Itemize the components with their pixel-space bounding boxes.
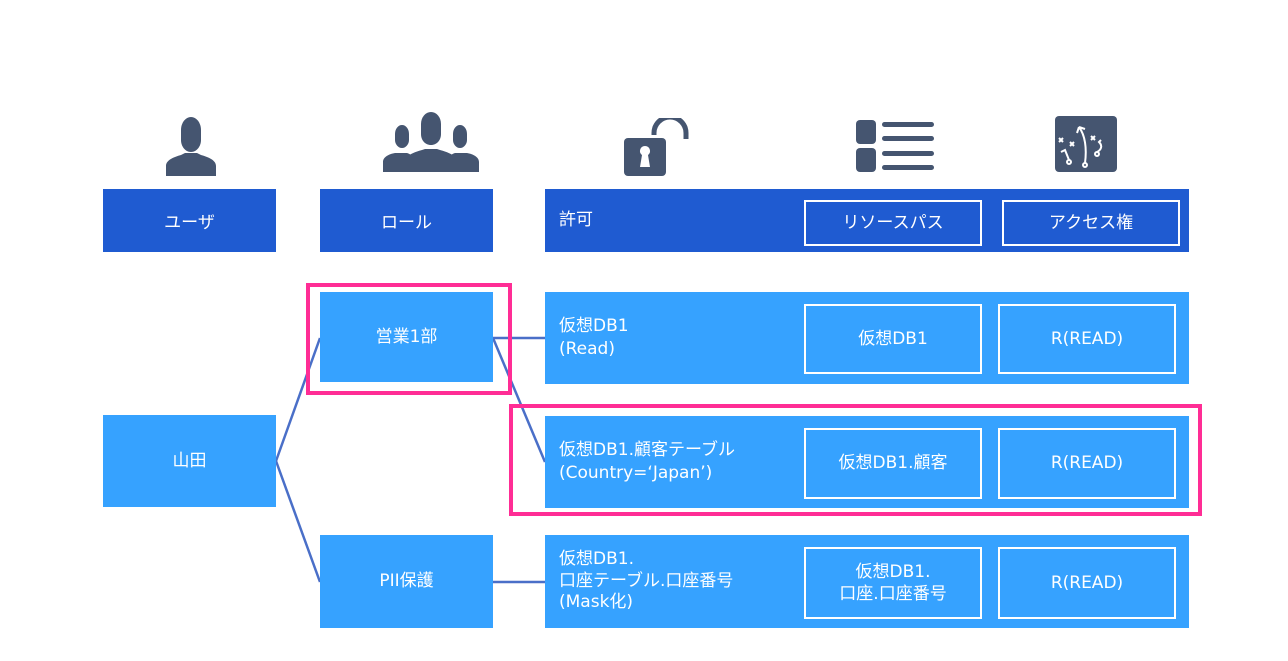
header-role: ロール <box>320 189 493 252</box>
strategy-icon <box>1055 116 1117 172</box>
resource-path-line: 仮想DB1 <box>858 328 928 349</box>
resource-path: 仮想DB1.口座.口座番号 <box>804 547 982 619</box>
permission-line: 仮想DB1.顧客テーブル <box>559 440 735 461</box>
access-right: R(READ) <box>998 304 1176 374</box>
resource-path-line: 仮想DB1.顧客 <box>838 453 948 474</box>
role-box: 営業1部 <box>320 292 493 382</box>
permission-row: 仮想DB1(Read) 仮想DB1 R(READ) <box>545 292 1189 384</box>
resource-path-line: 仮想DB1. <box>855 561 931 582</box>
permission-line: (Mask化) <box>559 592 634 613</box>
permission-row: 仮想DB1.顧客テーブル(Country=‘Japan’) 仮想DB1.顧客 R… <box>545 416 1189 508</box>
group-icon <box>383 112 479 172</box>
unlock-icon <box>624 118 689 176</box>
list-icon <box>856 120 934 172</box>
access-right: R(READ) <box>998 428 1176 499</box>
highlight-role <box>306 283 512 395</box>
highlight-permission <box>509 404 1202 516</box>
permission-line: 仮想DB1 <box>559 316 629 337</box>
permission-text: 仮想DB1.顧客テーブル(Country=‘Japan’) <box>559 416 735 508</box>
resource-path: 仮想DB1 <box>804 304 982 374</box>
permission-row: 仮想DB1.口座テーブル.口座番号(Mask化) 仮想DB1.口座.口座番号 R… <box>545 535 1189 628</box>
role-box: PII保護 <box>320 535 493 628</box>
permission-line: 仮想DB1. <box>559 548 634 569</box>
permission-line: (Country=‘Japan’) <box>559 463 713 483</box>
header-permission-label: 許可 <box>559 210 593 231</box>
access-right: R(READ) <box>998 547 1176 619</box>
resource-path-line: 口座.口座番号 <box>839 584 947 604</box>
resource-path: 仮想DB1.顧客 <box>804 428 982 499</box>
header-permission: 許可 リソースパス アクセス権 <box>545 189 1189 252</box>
permission-line: 口座テーブル.口座番号 <box>559 570 734 591</box>
permission-line: (Read) <box>559 339 615 359</box>
header-user: ユーザ <box>103 189 276 252</box>
permission-text: 仮想DB1(Read) <box>559 292 629 384</box>
header-access-right: アクセス権 <box>1002 200 1180 246</box>
permission-text: 仮想DB1.口座テーブル.口座番号(Mask化) <box>559 535 733 628</box>
user-box: 山田 <box>103 415 276 507</box>
header-resource-path: リソースパス <box>804 200 982 246</box>
user-icon <box>166 117 216 176</box>
